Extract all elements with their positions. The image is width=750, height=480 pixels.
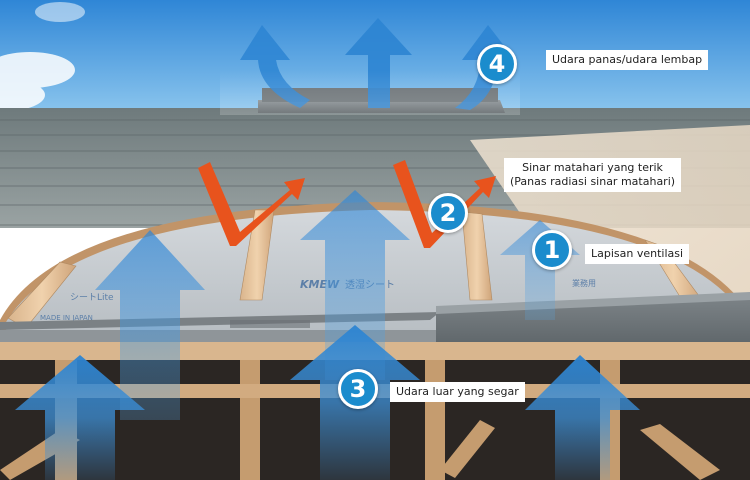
badge-3: 3 xyxy=(338,369,378,409)
sheet-made-in: MADE IN JAPAN xyxy=(40,314,93,322)
label-fresh-outside-air: Udara luar yang segar xyxy=(390,382,525,402)
sheet-grade: 業務用 xyxy=(572,278,596,288)
label-strong-sunlight: Sinar matahari yang terik (Panas radiasi… xyxy=(504,158,682,192)
badge-1: 1 xyxy=(532,230,572,270)
label-ventilation-layer: Lapisan ventilasi xyxy=(585,244,690,264)
label-strong-sunlight-line2: (Panas radiasi sinar matahari) xyxy=(510,175,676,188)
sunlight-arrows xyxy=(198,160,496,248)
label-strong-sunlight-line1: Sinar matahari yang terik xyxy=(522,161,663,174)
badge-2: 2 xyxy=(428,193,468,233)
exhaust-air-arrows xyxy=(220,18,520,115)
label-hot-humid-air: Udara panas/udara lembap xyxy=(546,50,709,70)
sheet-lite: シートLite xyxy=(70,293,114,303)
clouds xyxy=(0,2,85,111)
badge-4: 4 xyxy=(477,44,517,84)
